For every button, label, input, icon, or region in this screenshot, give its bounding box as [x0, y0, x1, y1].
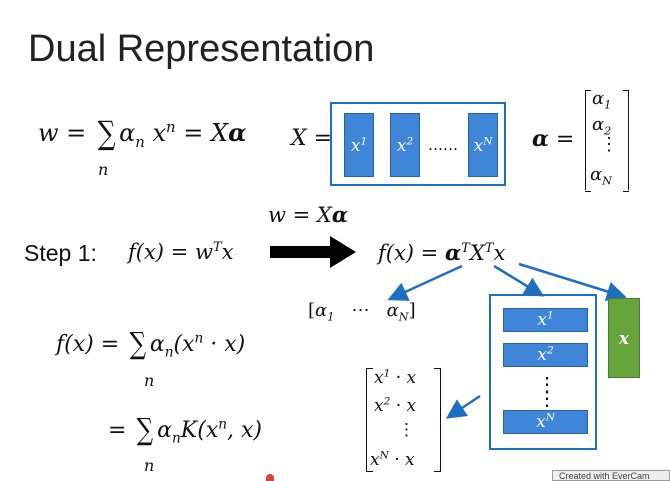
column-x1: x1 — [344, 113, 374, 177]
rows-vdots-2: ⋮ — [537, 386, 557, 410]
sum-index-n: n — [98, 160, 109, 179]
sum-index-n-3: n — [144, 456, 155, 475]
step-label: Step 1: — [24, 240, 97, 266]
alpha-bracket-right-caps — [623, 90, 629, 192]
alpha-vector-bracket — [585, 90, 629, 190]
f-primal: f(x) = wTx — [128, 240, 234, 264]
dot-entry-2: x2 · x — [374, 395, 417, 416]
evercam-watermark: Created with EverCam — [552, 470, 670, 481]
alpha-1: α1 — [592, 88, 612, 112]
red-dot-mark — [266, 474, 274, 481]
X-matrix-box: x1 x2 …… xN — [330, 102, 506, 186]
alpha-bracket-left-caps — [585, 90, 591, 192]
row-x1: x1 — [503, 308, 588, 332]
w-equals-X-alpha: w = Xα — [268, 202, 349, 227]
row-xN: xN — [503, 410, 588, 434]
slide-title: Dual Representation — [28, 28, 375, 70]
alpha-vdots: ⋮ — [600, 134, 618, 155]
column-x2: x2 — [390, 113, 420, 177]
equation-w-sum: w = ∑αn xn = Xα — [38, 114, 247, 152]
column-xN: xN — [468, 113, 498, 177]
dot-vector-bracket-right — [434, 368, 441, 472]
dot-entry-1: x1 · x — [374, 367, 417, 388]
dot-entry-N: xN · x — [370, 449, 415, 470]
alpha-row-vector: [α1 ⋯ αN] — [308, 300, 416, 324]
f-sum-dot: f(x) = ∑αn(xn · x) — [56, 327, 246, 362]
dot-vdots: ⋮ — [398, 420, 415, 440]
x-vector-column: x — [608, 298, 640, 378]
f-sum-kernel: = ∑αnK(xn, x) — [108, 413, 262, 448]
alpha-2: α2 — [592, 114, 612, 138]
dot-vector-bracket-left — [366, 368, 373, 472]
columns-ellipsis: …… — [428, 136, 458, 154]
X-equals: X = — [291, 126, 333, 151]
f-dual: f(x) = αTXTx — [378, 240, 506, 265]
rows-vdots: ⋮ — [537, 372, 557, 396]
XT-matrix-box: x1 x2 ⋮ ⋮ xN — [489, 294, 597, 450]
alpha-equals: α = — [532, 126, 575, 152]
alpha-N: αN — [590, 164, 612, 188]
implies-arrow — [270, 236, 356, 268]
row-x2: x2 — [503, 343, 588, 367]
sum-index-n-2: n — [144, 371, 155, 390]
